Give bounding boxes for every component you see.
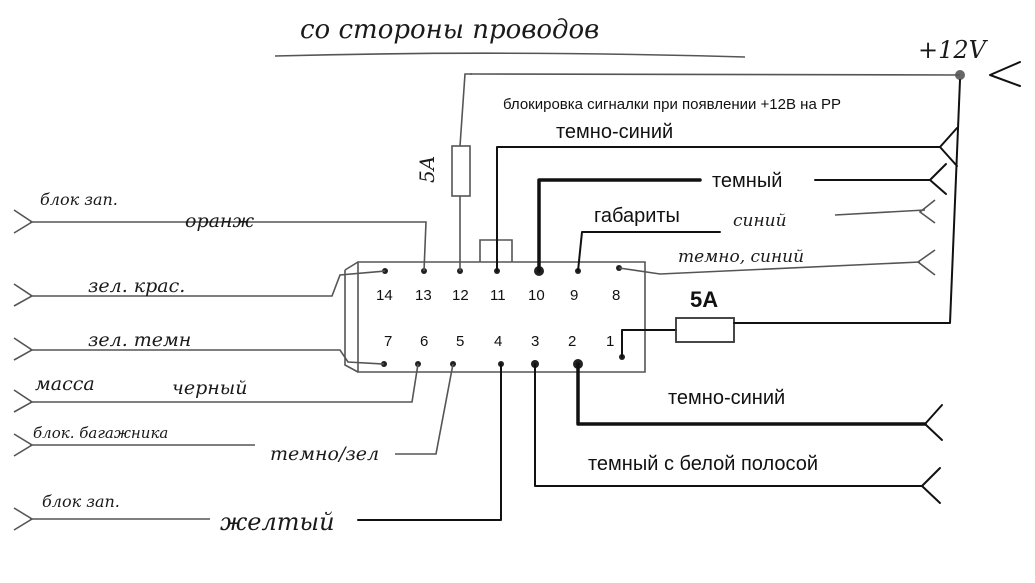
pin-9-wire [577, 231, 721, 272]
fuse-top-label: 5A [415, 156, 439, 183]
pin-5-arrow [13, 433, 34, 457]
pin-9-wire-tail [834, 209, 926, 216]
page-title: со стороны проводов [300, 15, 599, 45]
pin-2-wire [576, 362, 927, 426]
pin-12-label: 12 [452, 287, 469, 304]
pin-8-wire [618, 261, 921, 275]
pin-14-wire [30, 270, 386, 297]
fuse-right [675, 317, 735, 343]
connector-housing [344, 239, 646, 373]
pin-7-arrow [13, 337, 34, 361]
pin-5-label: 5 [456, 333, 464, 350]
pin-14-arrow [13, 283, 34, 307]
pin-6-label: 6 [420, 333, 428, 350]
pin-8-label: 8 [612, 287, 620, 304]
pin-3-label: 3 [531, 333, 539, 350]
power-arrow [989, 61, 1021, 87]
pin-8-color-label: темно, синий [678, 247, 804, 267]
pin-3-wire [534, 363, 923, 487]
pin-10-arrow [929, 163, 947, 195]
top-pin-row: 14 13 12 11 10 9 8 [376, 287, 620, 304]
pin-9-color-label: синий [733, 211, 787, 231]
power-feed-wire [733, 79, 961, 324]
pin-13-color-label: оранж [185, 210, 254, 232]
pin-9-label: 9 [570, 287, 578, 304]
fuse-right-label: 5A [690, 287, 718, 312]
pin-5-dest-label: блок. багажника [33, 424, 168, 442]
title-underline [274, 52, 746, 58]
pin-11-color-label: темно-синий [556, 121, 673, 143]
pin-contacts [381, 265, 625, 369]
pin-9-label-text: габариты [594, 205, 680, 227]
pin-12-wire [459, 73, 472, 271]
pin-6-dest-label: масса [35, 373, 95, 395]
pin-4-arrow [13, 507, 34, 531]
pin-3-arrow [921, 467, 941, 504]
alarm-block-note: блокировка сигналки при появлении +12В н… [503, 96, 841, 113]
pin-6-color-label: черный [172, 377, 247, 399]
pin-4-label: 4 [494, 333, 502, 350]
pin-5-color-label: темно/зел [270, 443, 379, 465]
pin-10-color-label: темный [712, 170, 782, 192]
pin-5-wire [395, 363, 454, 455]
power-bus-wire [469, 73, 961, 76]
pin-9-arrow [918, 199, 936, 224]
pin-14-color-label: зел. крас. [88, 275, 185, 297]
pin-1-wire [621, 329, 677, 358]
pin-3-color-label: темный с белой полосой [588, 453, 818, 475]
pin-13-arrow [13, 209, 34, 234]
pin-11-label: 11 [490, 287, 506, 304]
pin-10-wire [537, 178, 702, 273]
pin-13-dest-label: блок зап. [40, 190, 118, 209]
pin-2-label: 2 [568, 333, 576, 350]
bottom-pin-row: 7 6 5 4 3 2 1 [384, 333, 614, 350]
pin-7-label: 7 [384, 333, 392, 350]
pin-7-wire [30, 349, 385, 365]
pin-2-color-label: темно-синий [668, 387, 785, 409]
pin-13-wire [30, 221, 427, 272]
pin-6-wire [30, 363, 419, 403]
fuse-top [451, 145, 471, 197]
pin-6-arrow [13, 389, 34, 413]
pin-11-arrow [939, 127, 958, 167]
pin-4-color-label: желтый [220, 508, 335, 536]
pin-2-arrow [924, 404, 943, 441]
pin-1-label: 1 [606, 333, 614, 350]
pin-10-label: 10 [528, 287, 545, 304]
pin-8-arrow [916, 249, 936, 276]
pin-7-color-label: зел. темн [88, 329, 191, 351]
power-label: +12V [918, 36, 989, 64]
pin-4-wire [357, 363, 502, 521]
pin-11-wire [496, 146, 941, 272]
pin-14-label: 14 [376, 287, 393, 304]
pin-13-label: 13 [415, 287, 432, 304]
pin-4-dest-label: блок зап. [42, 492, 120, 511]
